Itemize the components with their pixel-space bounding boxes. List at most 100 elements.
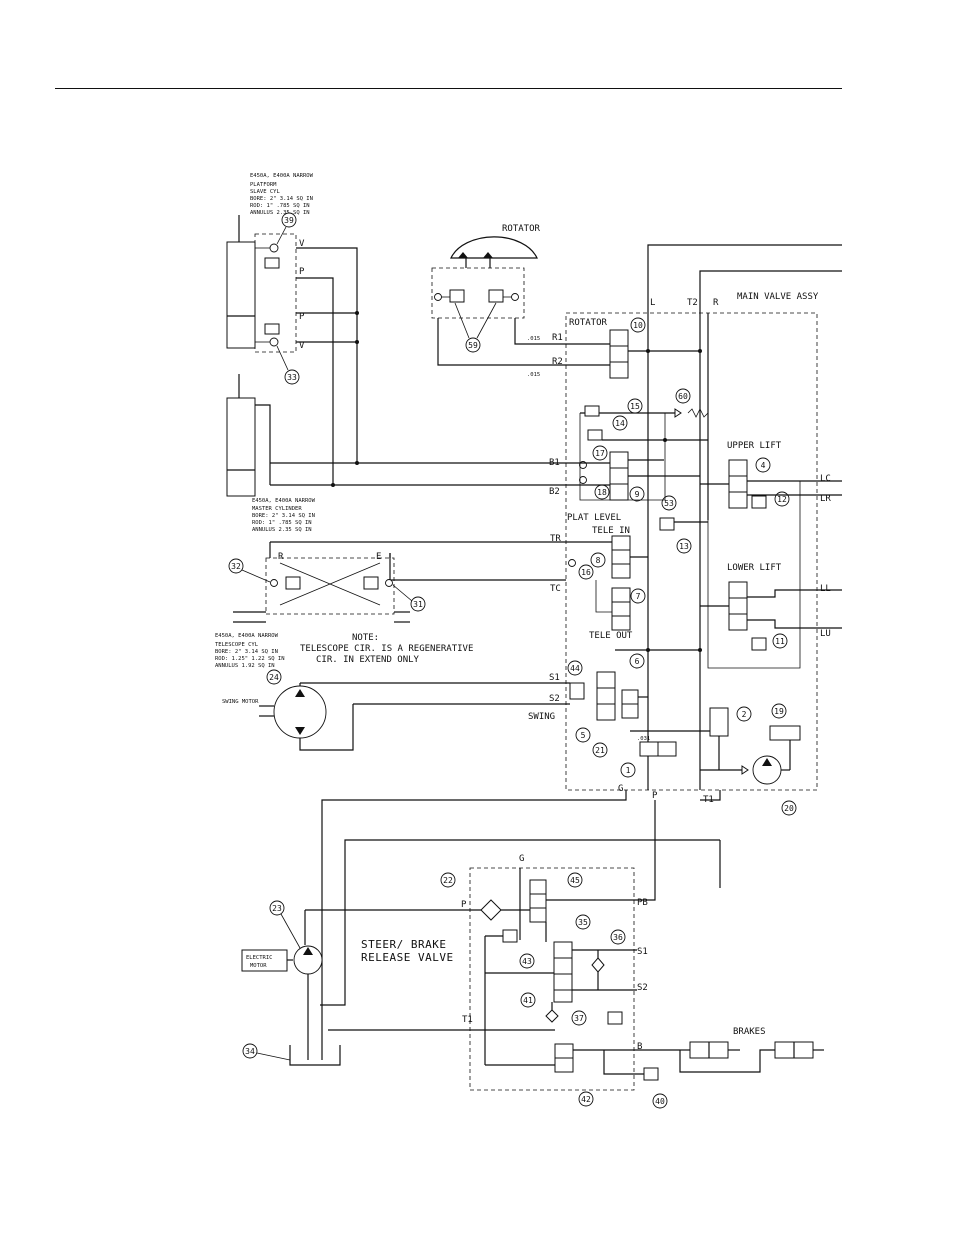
spring-icon xyxy=(687,408,709,418)
callout-60: 60 xyxy=(678,392,688,401)
port-label-t1: T1 xyxy=(462,1015,473,1025)
port-label-e: E xyxy=(376,552,381,562)
steer-brake-title: RELEASE VALVE xyxy=(361,951,454,964)
electric-motor-label: ELECTRIC xyxy=(246,955,273,961)
spec-line: SLAVE CYL xyxy=(250,189,280,195)
solenoid-valve-icon xyxy=(609,451,629,469)
port-label-lc: LC xyxy=(820,474,831,484)
port-label-r1: R1 xyxy=(552,333,563,343)
check-valve-icon xyxy=(511,293,519,301)
orifice-icon xyxy=(643,1067,659,1081)
check-valve-icon xyxy=(270,579,278,587)
solenoid-valve-icon xyxy=(621,689,639,705)
relief-valve-icon xyxy=(709,707,729,737)
telescope-note: NOTE: TELESCOPE CIR. IS A REGENERATIVE C… xyxy=(300,633,473,665)
relief-valve-icon xyxy=(769,725,801,741)
callout-4: 4 xyxy=(761,461,766,470)
steer-brake-valve: G P PB S1 S2 T1 B STEER/ BRAKE RELEASE V… xyxy=(304,854,680,1109)
section-swing: SWING xyxy=(528,712,555,722)
relief-valve-icon xyxy=(363,576,379,590)
section-rotator: ROTATOR xyxy=(569,318,608,328)
svg-text:CIR. IN EXTEND ONLY: CIR. IN EXTEND ONLY xyxy=(316,655,420,665)
solenoid-valve-icon xyxy=(554,1043,574,1059)
relief-valve-icon xyxy=(502,929,518,943)
callout-9: 9 xyxy=(635,490,640,499)
callout-14: 14 xyxy=(615,419,625,428)
holding-valve-block xyxy=(254,233,297,353)
svg-text:ROD: 1" .785 SQ IN: ROD: 1" .785 SQ IN xyxy=(252,520,312,526)
main-valve-assy: MAIN VALVE ASSY L T2 R ROTATOR R1 R2 10 … xyxy=(270,244,842,816)
callout-40: 40 xyxy=(655,1097,665,1106)
solenoid-valve-icon xyxy=(611,535,631,551)
callout-31: 31 xyxy=(413,600,423,609)
port-label-s2: S2 xyxy=(637,983,648,993)
callout-22: 22 xyxy=(443,876,453,885)
section-tele-in: TELE IN xyxy=(592,526,630,536)
callout-10: 10 xyxy=(633,321,643,330)
port-label-tc: TC xyxy=(550,584,561,594)
relief-valve-icon xyxy=(449,289,465,303)
port-label-b: B xyxy=(637,1042,642,1052)
check-valve-icon xyxy=(545,1009,559,1023)
port-label-p: P xyxy=(299,312,305,322)
callout-7: 7 xyxy=(636,592,641,601)
callout-13: 13 xyxy=(679,542,689,551)
callout-8: 8 xyxy=(596,556,601,565)
port-label-s1: S1 xyxy=(549,673,560,683)
cylinder-icon xyxy=(226,241,256,349)
callout-1: 1 xyxy=(626,766,631,775)
callout-24: 24 xyxy=(269,673,279,682)
callout-37: 37 xyxy=(574,1014,584,1023)
relief-valve-icon xyxy=(751,637,767,651)
spec-line: ANNULUS 2.35 SQ IN xyxy=(250,210,310,216)
check-valve-icon xyxy=(385,579,393,587)
spec-line: E450A, E400A NARROW xyxy=(250,173,314,179)
callout-33: 33 xyxy=(287,373,297,382)
check-valve-icon xyxy=(269,337,279,347)
port-label-g: G xyxy=(618,784,623,794)
master-cylinder-group: E450A, E400A NARROW MASTER CYLINDER BORE… xyxy=(226,374,316,533)
callout-39: 39 xyxy=(284,216,294,225)
orifice-label: .031 xyxy=(637,736,650,742)
solenoid-valve-icon xyxy=(639,741,659,757)
callout-35: 35 xyxy=(578,918,588,927)
callout-42: 42 xyxy=(581,1095,591,1104)
solenoid-valve-icon xyxy=(553,941,573,959)
callout-23: 23 xyxy=(272,904,282,913)
callout-5: 5 xyxy=(581,731,586,740)
port-label-p: P xyxy=(299,267,305,277)
callout-16: 16 xyxy=(581,568,591,577)
solenoid-valve-icon xyxy=(728,459,748,477)
telescope-cylinder-group: R E 32 31 E450A, E400A NARROW TELESCOPE … xyxy=(215,542,473,669)
callout-45: 45 xyxy=(570,876,580,885)
solenoid-valve-icon xyxy=(529,879,547,895)
main-valve-title: MAIN VALVE ASSY xyxy=(737,292,819,302)
callout-2: 2 xyxy=(742,710,747,719)
relief-valve-icon xyxy=(569,682,585,700)
check-valve-icon xyxy=(568,559,576,567)
callout-21: 21 xyxy=(595,746,605,755)
port-label-tr: TR xyxy=(550,534,561,544)
check-valve-icon xyxy=(591,957,605,973)
callout-11: 11 xyxy=(775,637,785,646)
callout-41: 41 xyxy=(523,996,533,1005)
svg-text:NOTE:: NOTE: xyxy=(352,633,379,643)
svg-text:MASTER CYLINDER: MASTER CYLINDER xyxy=(252,506,302,512)
power-unit-group: ELECTRIC MOTOR 23 34 xyxy=(241,900,341,1066)
brakes-title: BRAKES xyxy=(733,1027,766,1037)
port-label-lu: LU xyxy=(820,629,831,639)
callout-44: 44 xyxy=(570,664,580,673)
orifice-label: .015 xyxy=(527,372,540,378)
orifice-label: .015 xyxy=(527,336,540,342)
rotator-title: ROTATOR xyxy=(502,224,541,234)
port-label-t2: T2 xyxy=(687,298,698,308)
section-plat-level: PLAT LEVEL xyxy=(567,513,621,523)
steer-brake-outline xyxy=(469,867,635,1091)
svg-text:ROD: 1.25" 1.22 SQ IN: ROD: 1.25" 1.22 SQ IN xyxy=(215,656,285,662)
port-label-p: P xyxy=(461,900,467,910)
svg-text:TELESCOPE CIR. IS A REGENERATI: TELESCOPE CIR. IS A REGENERATIVE xyxy=(300,644,473,654)
check-valve-icon xyxy=(269,243,279,253)
relief-valve-icon xyxy=(607,1011,623,1025)
port-label-g: G xyxy=(519,854,524,864)
section-lower-lift: LOWER LIFT xyxy=(727,563,782,573)
